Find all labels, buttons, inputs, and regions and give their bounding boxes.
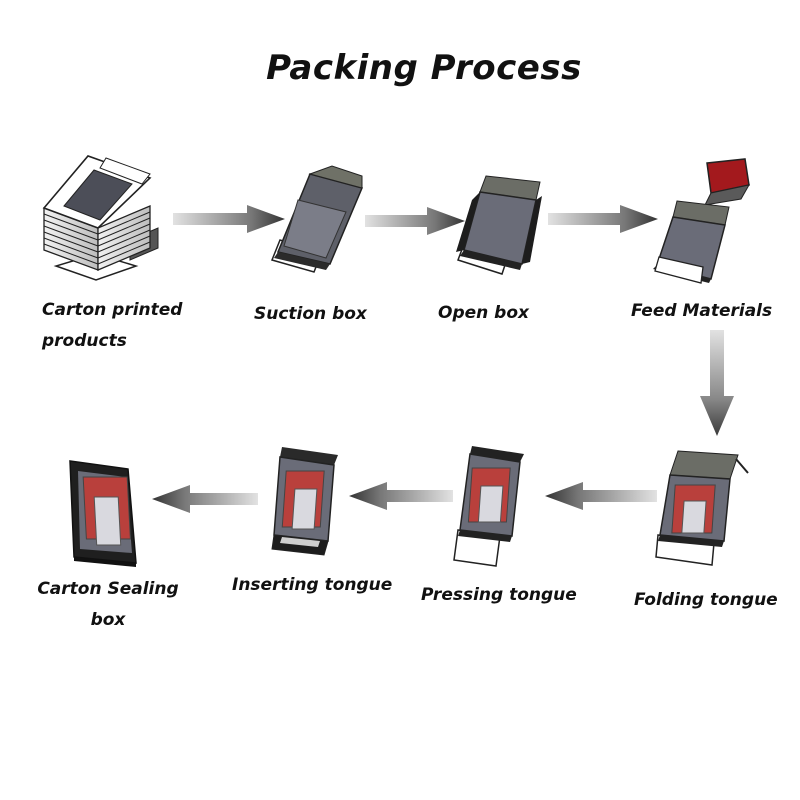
step-label-open-box: Open box — [438, 303, 529, 323]
carton-stack-illustration — [42, 155, 159, 281]
step-label-inserting-tongue: Inserting tongue — [232, 575, 393, 595]
pressing-tongue-illustration — [453, 446, 524, 567]
suction-box-illustration — [270, 165, 364, 273]
page-title: Packing Process — [266, 48, 582, 88]
step-label-feed-materials: Feed Materials — [631, 301, 773, 321]
folding-tongue-illustration — [655, 450, 749, 566]
arrow-down — [700, 330, 734, 436]
arrow-right-3 — [548, 205, 658, 233]
feed-materials-illustration — [653, 158, 750, 284]
sealed-carton-illustration — [69, 460, 137, 567]
arrow-right-1 — [173, 205, 285, 233]
arrow-left-3 — [152, 485, 258, 513]
arrow-left-1 — [545, 482, 657, 510]
arrow-left-2 — [349, 482, 453, 510]
arrow-right-2 — [365, 207, 465, 235]
inserting-tongue-illustration — [271, 447, 338, 556]
step-label-suction-box: Suction box — [254, 304, 367, 324]
step-label-carton-printed-products: Carton printed products — [42, 300, 183, 351]
step-label-carton-sealing-box: Carton Sealing box — [37, 579, 179, 630]
open-box-illustration — [456, 175, 542, 275]
step-label-folding-tongue: Folding tongue — [634, 590, 778, 610]
step-label-pressing-tongue: Pressing tongue — [421, 585, 577, 605]
